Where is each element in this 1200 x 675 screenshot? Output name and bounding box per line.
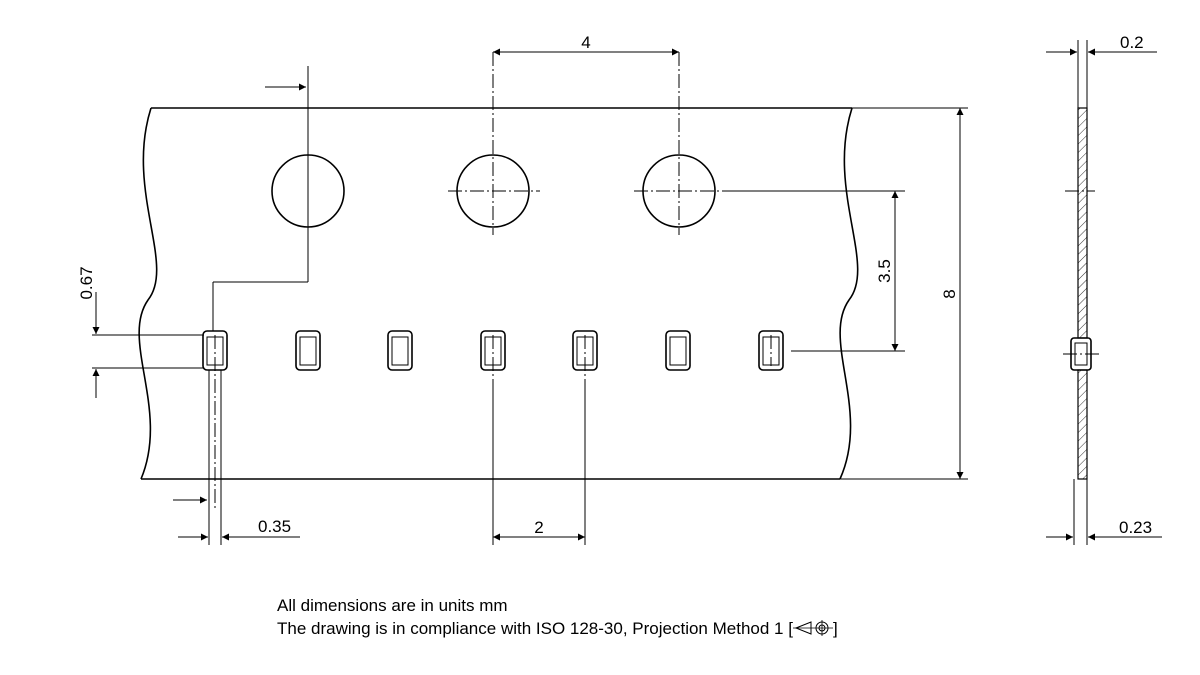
- dim-label-sprocket-pitch: 4: [581, 33, 590, 52]
- drawing-notes: All dimensions are in units mm The drawi…: [277, 594, 838, 640]
- dim-label-cavity-pitch: 2: [534, 518, 543, 537]
- cavity: [295, 330, 321, 371]
- dim-label-cavity-offset: 0.35: [258, 517, 291, 536]
- dim-total-thickness: 0.23: [1046, 518, 1162, 541]
- dim-cavity-offset: 0.35: [173, 370, 300, 545]
- dim-label-tape-width: 8: [940, 289, 959, 298]
- dim-sprocket-pitch: 4: [493, 33, 679, 56]
- dim-sprocket-to-cavity: 3.5: [725, 190, 905, 352]
- dim-label-total-thickness: 0.23: [1119, 518, 1152, 537]
- cavities: [202, 330, 784, 510]
- first-angle-projection-icon: [792, 620, 833, 636]
- sprocket-holes: [271, 52, 726, 235]
- dim-label-cavity-height: 0.67: [77, 266, 96, 299]
- standard-note-text: The drawing is in compliance with ISO 12…: [277, 619, 793, 638]
- dim-label-sprocket-to-cavity: 3.5: [875, 259, 894, 283]
- dim-label-top-thickness: 0.2: [1120, 33, 1144, 52]
- standard-note: The drawing is in compliance with ISO 12…: [277, 617, 838, 640]
- side-view: [1063, 40, 1099, 545]
- cavity: [387, 330, 413, 371]
- units-note: All dimensions are in units mm: [277, 596, 508, 615]
- reference-leader: [212, 66, 309, 331]
- dim-cavity-height: 0.67: [77, 266, 204, 398]
- carrier-tape: [138, 107, 859, 480]
- dim-cavity-pitch: 2: [492, 380, 586, 545]
- dim-top-thickness: 0.2: [1046, 33, 1157, 56]
- standard-note-close: ]: [832, 619, 838, 638]
- dim-tape-width: 8: [840, 107, 968, 480]
- cavity: [665, 330, 691, 371]
